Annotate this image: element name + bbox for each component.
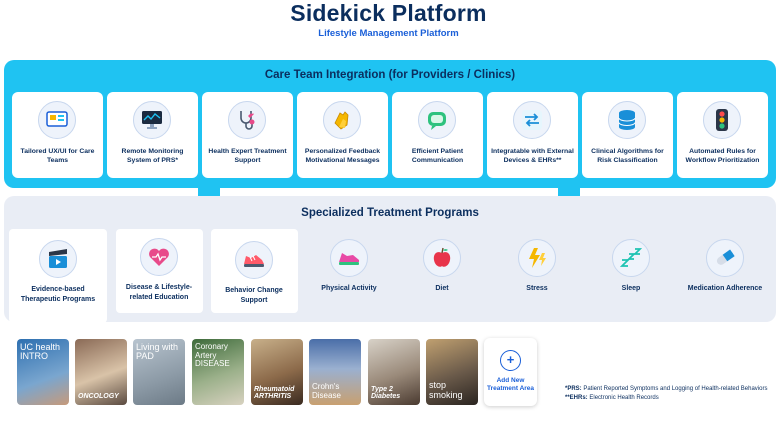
program-label: Disease & Lifestyle-related Education [125, 284, 193, 301]
footnote-prs: *PRS: Patient Reported Symptoms and Logg… [565, 386, 768, 392]
thumb-caption: stop smoking [429, 380, 463, 400]
treatment-thumb-crohns[interactable]: Crohn's Disease [309, 339, 361, 405]
care-card-label: Personalized Feedback Motivational Messa… [304, 148, 381, 164]
care-card-health-expert[interactable]: Health Expert Treatment Support [202, 92, 293, 178]
care-card-label: Tailored UX/UI for Care Teams [20, 148, 95, 164]
program-label: Behavior Change Support [225, 287, 283, 304]
program-diet[interactable]: Diet [402, 239, 482, 294]
care-team-panel: Care Team Integration (for Providers / C… [4, 60, 776, 188]
program-stress[interactable]: Stress [497, 239, 577, 294]
care-team-title: Care Team Integration (for Providers / C… [264, 69, 516, 81]
treatment-thumb-uc-intro[interactable]: UC health INTRO [17, 339, 69, 405]
thumb-caption: Rheumatoid ARTHRITIS [254, 386, 295, 400]
zzz-icon [612, 239, 650, 277]
dashboard-icon [38, 101, 76, 139]
care-card-label: Remote Monitoring System of PRS* [121, 148, 184, 164]
shoe-icon [330, 239, 368, 277]
care-card-personalized-feedback[interactable]: Personalized Feedback Motivational Messa… [297, 92, 388, 178]
thumb-caption: ONCOLOGY [78, 393, 119, 400]
program-education[interactable]: Disease & Lifestyle-related Education [119, 238, 199, 302]
care-card-tailored-ux[interactable]: Tailored UX/UI for Care Teams [12, 92, 103, 178]
apple-icon [423, 239, 461, 277]
add-treatment-area-button[interactable]: + Add New Treatment Area [484, 338, 537, 406]
plus-icon: + [500, 350, 521, 371]
program-sleep[interactable]: Sleep [591, 239, 671, 294]
treatment-thumb-stop-smoking[interactable]: stop smoking [426, 339, 478, 405]
thumb-title: Coronary Artery DISEASE [195, 342, 230, 368]
thumb-title: UC health INTRO [20, 342, 61, 361]
treatment-thumb-diabetes[interactable]: Type 2 Diabetes [368, 339, 420, 405]
treatment-thumb-pad[interactable]: Living with PAD [133, 339, 185, 405]
treatment-thumb-oncology[interactable]: ONCOLOGY [75, 339, 127, 405]
add-treatment-area-label: Add New Treatment Area [486, 377, 535, 392]
treatment-thumb-coronary[interactable]: Coronary Artery DISEASE [192, 339, 244, 405]
footnotes: *PRS: Patient Reported Symptoms and Logg… [565, 385, 767, 402]
program-label: Diet [435, 285, 449, 292]
care-card-label: Efficient Patient Communication [411, 148, 464, 164]
page-title: Sidekick Platform [290, 0, 487, 26]
sneaker-icon [235, 241, 273, 279]
program-label: Physical Activity [321, 285, 377, 292]
stethoscope-icon [228, 101, 266, 139]
heart-pulse-icon [140, 238, 178, 276]
care-card-clinical-algorithms[interactable]: Clinical Algorithms for Risk Classificat… [582, 92, 673, 178]
care-card-integratable[interactable]: Integratable with External Devices & EHR… [487, 92, 578, 178]
care-card-remote-monitoring[interactable]: Remote Monitoring System of PRS* [107, 92, 198, 178]
care-card-label: Health Expert Treatment Support [208, 148, 287, 164]
care-card-automated-rules[interactable]: Automated Rules for Workflow Prioritizat… [677, 92, 768, 178]
program-behavior-change[interactable]: Behavior Change Support [214, 241, 294, 305]
pill-icon [706, 239, 744, 277]
program-label: Evidence-based Therapeutic Programs [20, 286, 96, 303]
thumb-caption: Crohn's Disease [312, 382, 341, 400]
lightning-icon [518, 239, 556, 277]
program-label: Stress [526, 285, 548, 292]
thumb-caption: Type 2 Diabetes [371, 386, 401, 400]
program-physical-activity[interactable]: Physical Activity [309, 239, 389, 294]
clapperboard-icon [39, 240, 77, 278]
program-medication[interactable]: Medication Adherence [685, 239, 765, 294]
exchange-arrows-icon [513, 101, 551, 139]
care-card-label: Automated Rules for Workflow Prioritizat… [685, 148, 760, 164]
database-icon [608, 101, 646, 139]
program-evidence-based[interactable]: Evidence-based Therapeutic Programs [18, 240, 98, 304]
chat-bubble-icon [418, 101, 456, 139]
program-label: Medication Adherence [687, 285, 763, 292]
thumb-title: Living with PAD [136, 342, 179, 361]
traffic-light-icon [703, 101, 741, 139]
programs-title: Specialized Treatment Programs [301, 207, 479, 219]
footnote-ehr: **EHRs: Electronic Health Records [565, 394, 659, 401]
program-label: Sleep [621, 285, 641, 292]
care-card-label: Clinical Algorithms for Risk Classificat… [591, 148, 664, 164]
monitor-chart-icon [133, 101, 171, 139]
care-card-label: Integratable with External Devices & EHR… [491, 148, 574, 164]
care-card-patient-communication[interactable]: Efficient Patient Communication [392, 92, 483, 178]
treatment-thumb-arthritis[interactable]: Rheumatoid ARTHRITIS [251, 339, 303, 405]
clapping-hands-icon [323, 101, 361, 139]
page-subtitle: Lifestyle Management Platform [318, 28, 459, 39]
